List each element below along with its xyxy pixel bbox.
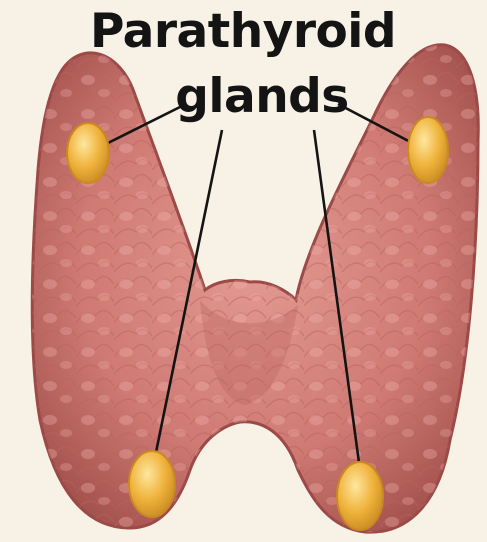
- parathyroid-gland-upper-right-icon: [408, 117, 448, 183]
- parathyroid-gland-lower-right-icon: [337, 462, 383, 530]
- parathyroid-gland-lower-left-icon: [129, 451, 175, 517]
- diagram-title-line2: glands: [175, 69, 349, 124]
- diagram-title-line1: Parathyroid: [90, 4, 396, 59]
- parathyroid-gland-upper-left-icon: [67, 123, 109, 183]
